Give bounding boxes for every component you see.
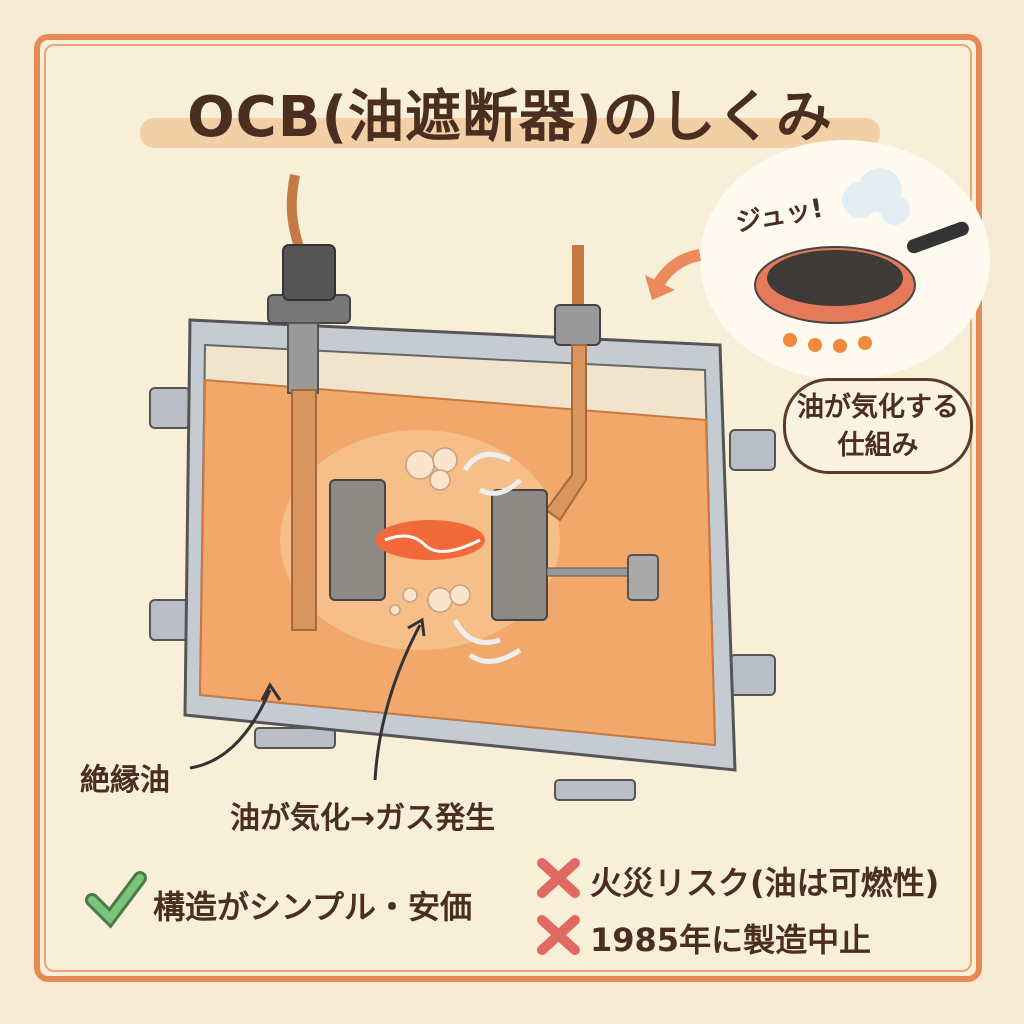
arc-icon bbox=[375, 520, 485, 560]
con-item: 火災リスク(油は可燃性) bbox=[590, 864, 940, 902]
cable bbox=[286, 174, 305, 252]
pro-item: 構造がシンプル・安価 bbox=[153, 888, 473, 926]
con-item: 1985年に製造中止 bbox=[590, 921, 872, 959]
mounting-ears bbox=[149, 387, 776, 696]
bushing-right bbox=[554, 304, 601, 346]
inset-caption-line1: 油が気化する bbox=[797, 392, 959, 423]
moving-contact bbox=[491, 489, 548, 621]
inset-speech-bubble: 油が気化する 仕組み bbox=[783, 378, 973, 474]
foot-left bbox=[254, 727, 336, 749]
gas-leader-arrow bbox=[373, 624, 422, 781]
flame-icon bbox=[783, 333, 872, 353]
foot-right bbox=[554, 779, 636, 801]
label-insulating-oil: 絶縁油 bbox=[80, 763, 170, 798]
flow-arrows bbox=[452, 451, 522, 664]
inset-caption-line2: 仕組み bbox=[837, 430, 919, 461]
title-highlight bbox=[140, 118, 880, 148]
label-gasification: 油が気化→ガス発生 bbox=[230, 801, 496, 836]
page-title: OCB(油遮断器)のしくみ bbox=[187, 85, 833, 150]
gas-bubbles bbox=[389, 447, 471, 616]
steam-icon bbox=[842, 168, 910, 225]
frame-inner bbox=[44, 44, 972, 972]
cross-icon bbox=[537, 858, 580, 955]
oil-leader-arrow bbox=[189, 689, 272, 770]
